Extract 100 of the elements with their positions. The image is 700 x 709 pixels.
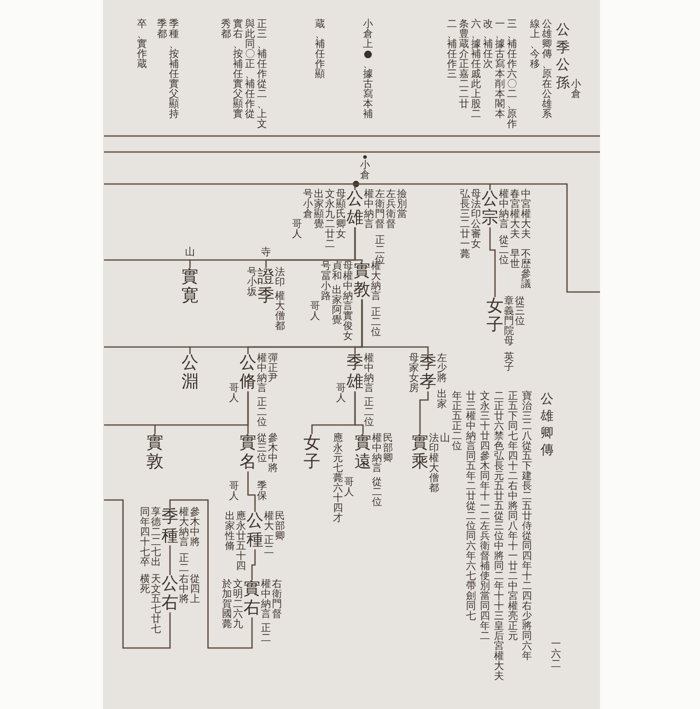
person-name: 公雄 [346, 190, 364, 228]
person-name: 女子 [486, 297, 504, 334]
note-text: 季種、按補任實父顯持 [169, 20, 179, 120]
lineage-line [354, 183, 600, 293]
annotation-text: 參木中將 [268, 434, 278, 474]
annotation-text: 哥人 [229, 384, 239, 404]
annotation-text: 出家性脩 [225, 512, 235, 552]
annotation-text: 正二位 [371, 308, 381, 338]
annotation-text: 右中將 [179, 575, 189, 605]
person-name: 實名 [240, 434, 256, 472]
annotation-text: 山 [185, 248, 195, 258]
note-text: 秀都 [221, 20, 231, 40]
annotation-text: 權中納言 [372, 434, 382, 474]
annotation-text: 正二 [179, 554, 189, 574]
person-name: 公右 [162, 575, 178, 612]
annotation-text: 哥人 [336, 384, 346, 404]
annotation-text: 左少將 [437, 354, 447, 384]
note-text: 改、補任次 [483, 20, 493, 70]
annotation-text: 同年四十七卒 [140, 508, 150, 568]
annotation-text: 權大 [264, 512, 274, 532]
annotation-text: 哥人 [292, 220, 302, 240]
person-name: 實乘 [412, 434, 428, 472]
annotation-text: 英子 [504, 353, 514, 373]
person-name: 證季 [258, 268, 274, 306]
biography-text: 年正五正二位 [452, 392, 462, 452]
note-text: 正三、補任作從二、上文 [257, 20, 267, 130]
lineage-line [169, 499, 253, 649]
annotation-text: 号小倉 [303, 190, 313, 220]
person-name: 公種 [246, 512, 264, 550]
annotation-text: 母家女房 [409, 354, 419, 394]
annotation-text: 文明二六九 [233, 580, 243, 630]
annotation-text: 季保 [257, 482, 267, 502]
note-text: 蔵、補任作顯 [315, 20, 325, 80]
annotation-text: 山 [440, 434, 450, 444]
section-heading: 公雄卿傳 [540, 392, 554, 460]
note-text: 小倉上●、據古寫本補 [363, 20, 373, 120]
note-text: 小倉 [360, 161, 370, 181]
annotation-text: 民部卿 [275, 512, 285, 542]
annotation-text: 參木中將 [190, 508, 200, 548]
annotation-text: 早世 [510, 250, 520, 270]
annotation-text: 應永元七薨六十四才 [333, 434, 343, 524]
annotation-text: 權大納言 [179, 508, 189, 548]
person-name: 實教 [354, 262, 370, 300]
page-title: 公季公孫 [556, 22, 570, 92]
annotation-text: 從三位 [515, 297, 525, 327]
annotation-text: 号小坂 [247, 268, 257, 298]
note-text: 與此同〇正、補任作從 [245, 20, 255, 120]
annotation-text: 左兵衛督 [386, 190, 396, 230]
annotation-text: 權中納言 [364, 354, 374, 394]
note-text: 小倉 [571, 80, 581, 100]
annotation-text: 正二 [261, 624, 271, 644]
annotation-text: 右衛門督 [272, 580, 282, 620]
lineage-line [251, 549, 256, 580]
annotation-text: 母權中納言實俊女 [343, 262, 353, 342]
lineage-line [247, 471, 256, 512]
person-name: 實寛 [182, 268, 198, 306]
lineage-line [169, 545, 171, 575]
lineage-line [419, 391, 429, 434]
annotation-text: 從四上 [190, 575, 200, 605]
annotation-text: 權大僧都 [275, 292, 285, 332]
annotation-text: 權大納言 [371, 262, 381, 302]
annotation-text: 春宮權大夫 [510, 190, 520, 240]
annotation-text: 哥人 [229, 482, 239, 502]
person-name: 季孝 [420, 354, 436, 392]
lineage-line [354, 391, 364, 434]
annotation-text: 權中納言 [364, 190, 374, 230]
annotation-text: 左衛門督 [375, 190, 385, 230]
annotation-text: 章義門院母 [504, 297, 514, 347]
note-text: 實右、按補任實父顯實 [233, 20, 243, 120]
annotation-text: 於加賀國薨 [222, 580, 232, 630]
note-text: 線上、今移 [530, 20, 540, 70]
note-text: 二、補任作三 [447, 20, 457, 80]
biography-text: 寶治三二八從五下建長二五廿侍從同四年十二四右少將同六年 [522, 392, 532, 662]
annotation-text: 權中納言 [261, 580, 271, 620]
annotation-text: 弘長三二廿一薨 [460, 190, 470, 260]
annotation-text: 横死 [140, 575, 150, 595]
note-text: 公雄卿傳、原在公雄系 [542, 20, 552, 120]
annotation-text: 彈正尹 [268, 354, 278, 384]
lineage-line [247, 391, 249, 434]
note-text: 条豊蔵介正嘉二二廿 [459, 20, 469, 110]
lineage-line [104, 183, 356, 190]
annotation-text: 正二 [264, 536, 274, 556]
lineage-line [489, 227, 496, 297]
annotation-text: 從二位 [372, 478, 382, 508]
note-text: 一、據古寫本削本閣本 [495, 20, 505, 120]
annotation-text: 權中納言 [257, 354, 267, 394]
annotation-text: 哥人 [344, 478, 354, 498]
person-name: 實右 [244, 580, 260, 618]
annotation-text: 母顯氏卿女 [336, 190, 346, 240]
lineage-line [361, 299, 429, 354]
annotation-text: 寺 [261, 248, 271, 258]
annotation-text: 号冨小路 [321, 262, 331, 302]
annotation-text: 法印 [275, 268, 285, 288]
person-name: 公淵 [182, 354, 198, 392]
note-text: 三、補任作六〇二、原作 [507, 20, 517, 130]
person-name: 實敦 [146, 434, 164, 472]
annotation-text: 出家顯覺 [314, 190, 324, 230]
annotation-text: 從三位 [257, 434, 267, 464]
person-name: 公宗 [482, 190, 498, 228]
annotation-text: 文永九二廿二 [325, 190, 335, 250]
